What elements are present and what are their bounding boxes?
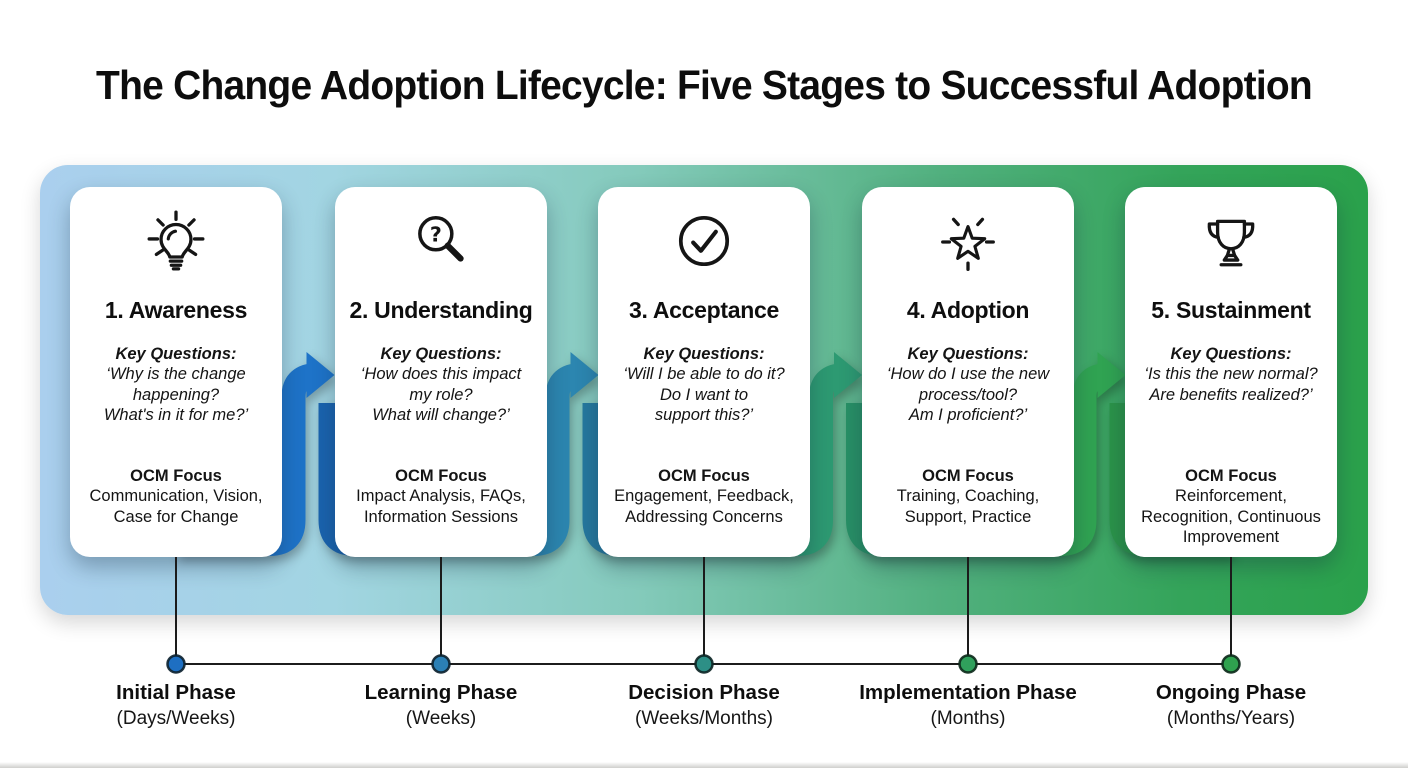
timeline-label-ongoing: Ongoing Phase (Months/Years) — [1081, 679, 1381, 731]
bottom-edge-artifact — [0, 762, 1408, 768]
timeline-dot-initial — [166, 654, 186, 674]
stage-title: 1. Awareness — [104, 297, 248, 323]
phase-name: Ongoing Phase — [1155, 681, 1307, 704]
svg-text:?: ? — [430, 223, 442, 247]
timeline-dot-learning — [431, 654, 451, 674]
timeline-drop-line — [440, 557, 442, 664]
ocm-focus-label: OCM Focus — [130, 467, 222, 485]
key-questions-text: ‘Is this the new normal? Are benefits re… — [1144, 365, 1318, 404]
key-questions-label: Key Questions: — [643, 345, 765, 363]
stage-title: 5. Sustainment — [1151, 297, 1311, 323]
stage-title: 2. Understanding — [349, 297, 533, 323]
key-questions-text: ‘Will I be able to do it? Do I want to s… — [623, 365, 785, 425]
timeline-drop-line — [703, 557, 705, 664]
check-circle-icon — [671, 207, 737, 275]
timeline-label-initial: Initial Phase (Days/Weeks) — [26, 679, 326, 731]
key-questions-block: Key Questions: ‘Is this the new normal? … — [1144, 344, 1317, 456]
phase-name: Learning Phase — [364, 681, 518, 704]
phase-duration: (Months/Years) — [1166, 708, 1296, 730]
timeline-label-implementation: Implementation Phase (Months) — [818, 679, 1118, 731]
key-questions-block: Key Questions: ‘Why is the change happen… — [104, 344, 248, 456]
timeline-drop-line — [175, 557, 177, 664]
stage-card-awareness: 1. Awareness Key Questions: ‘Why is the … — [70, 187, 282, 557]
ocm-focus-block: OCM Focus Training, Coaching, Support, P… — [897, 466, 1039, 527]
phase-name: Decision Phase — [628, 681, 780, 704]
ocm-focus-block: OCM Focus Reinforcement, Recognition, Co… — [1141, 466, 1321, 548]
key-questions-label: Key Questions: — [1170, 345, 1292, 363]
timeline-drop-line — [1230, 557, 1232, 664]
ocm-focus-text: Reinforcement, Recognition, Continuous I… — [1141, 487, 1321, 547]
ocm-focus-text: Training, Coaching, Support, Practice — [896, 487, 1040, 526]
stage-card-understanding: ? 2. Understanding Key Questions: ‘How d… — [335, 187, 547, 557]
key-questions-block: Key Questions: ‘Will I be able to do it?… — [623, 344, 784, 456]
key-questions-text: ‘Why is the change happening? What's in … — [103, 365, 249, 425]
timeline-dot-decision — [694, 654, 714, 674]
phase-duration: (Months) — [930, 708, 1006, 730]
ocm-focus-label: OCM Focus — [922, 467, 1014, 485]
magnifier-question-icon: ? — [408, 207, 474, 275]
stage-card-acceptance: 3. Acceptance Key Questions: ‘Will I be … — [598, 187, 810, 557]
phase-duration: (Days/Weeks) — [116, 708, 236, 730]
ocm-focus-label: OCM Focus — [658, 467, 750, 485]
key-questions-label: Key Questions: — [907, 345, 1029, 363]
trophy-icon — [1198, 207, 1264, 275]
ocm-focus-block: OCM Focus Impact Analysis, FAQs, Informa… — [356, 466, 526, 527]
stage-title: 3. Acceptance — [629, 297, 779, 323]
stage-card-sustainment: 5. Sustainment Key Questions: ‘Is this t… — [1125, 187, 1337, 557]
star-burst-icon — [935, 207, 1001, 275]
key-questions-block: Key Questions: ‘How does this impact my … — [361, 344, 521, 456]
phase-duration: (Weeks) — [405, 708, 477, 730]
ocm-focus-label: OCM Focus — [395, 467, 487, 485]
timeline-dot-implementation — [958, 654, 978, 674]
page-title: The Change Adoption Lifecycle: Five Stag… — [96, 62, 1313, 108]
timeline-label-learning: Learning Phase (Weeks) — [291, 679, 591, 731]
key-questions-block: Key Questions: ‘How do I use the new pro… — [887, 344, 1049, 456]
phase-name: Initial Phase — [116, 681, 236, 704]
phase-name: Implementation Phase — [859, 681, 1077, 704]
key-questions-text: ‘How does this impact my role? What will… — [360, 365, 522, 425]
timeline-drop-line — [967, 557, 969, 664]
timeline-dot-ongoing — [1221, 654, 1241, 674]
key-questions-label: Key Questions: — [380, 345, 502, 363]
ocm-focus-text: Engagement, Feedback, Addressing Concern… — [614, 487, 794, 526]
stage-title: 4. Adoption — [906, 297, 1030, 323]
timeline-label-decision: Decision Phase (Weeks/Months) — [554, 679, 854, 731]
ocm-focus-label: OCM Focus — [1185, 467, 1277, 485]
key-questions-label: Key Questions: — [115, 345, 237, 363]
ocm-focus-block: OCM Focus Engagement, Feedback, Addressi… — [614, 466, 794, 527]
stage-card-adoption: 4. Adoption Key Questions: ‘How do I use… — [862, 187, 1074, 557]
ocm-focus-text: Impact Analysis, FAQs, Information Sessi… — [356, 487, 526, 526]
phase-duration: (Weeks/Months) — [635, 708, 773, 730]
ocm-focus-block: OCM Focus Communication, Vision, Case fo… — [89, 466, 262, 527]
lightbulb-icon — [143, 207, 209, 275]
ocm-focus-text: Communication, Vision, Case for Change — [89, 487, 263, 526]
key-questions-text: ‘How do I use the new process/tool? Am I… — [886, 365, 1050, 425]
timeline-dots-layer — [166, 654, 1241, 674]
